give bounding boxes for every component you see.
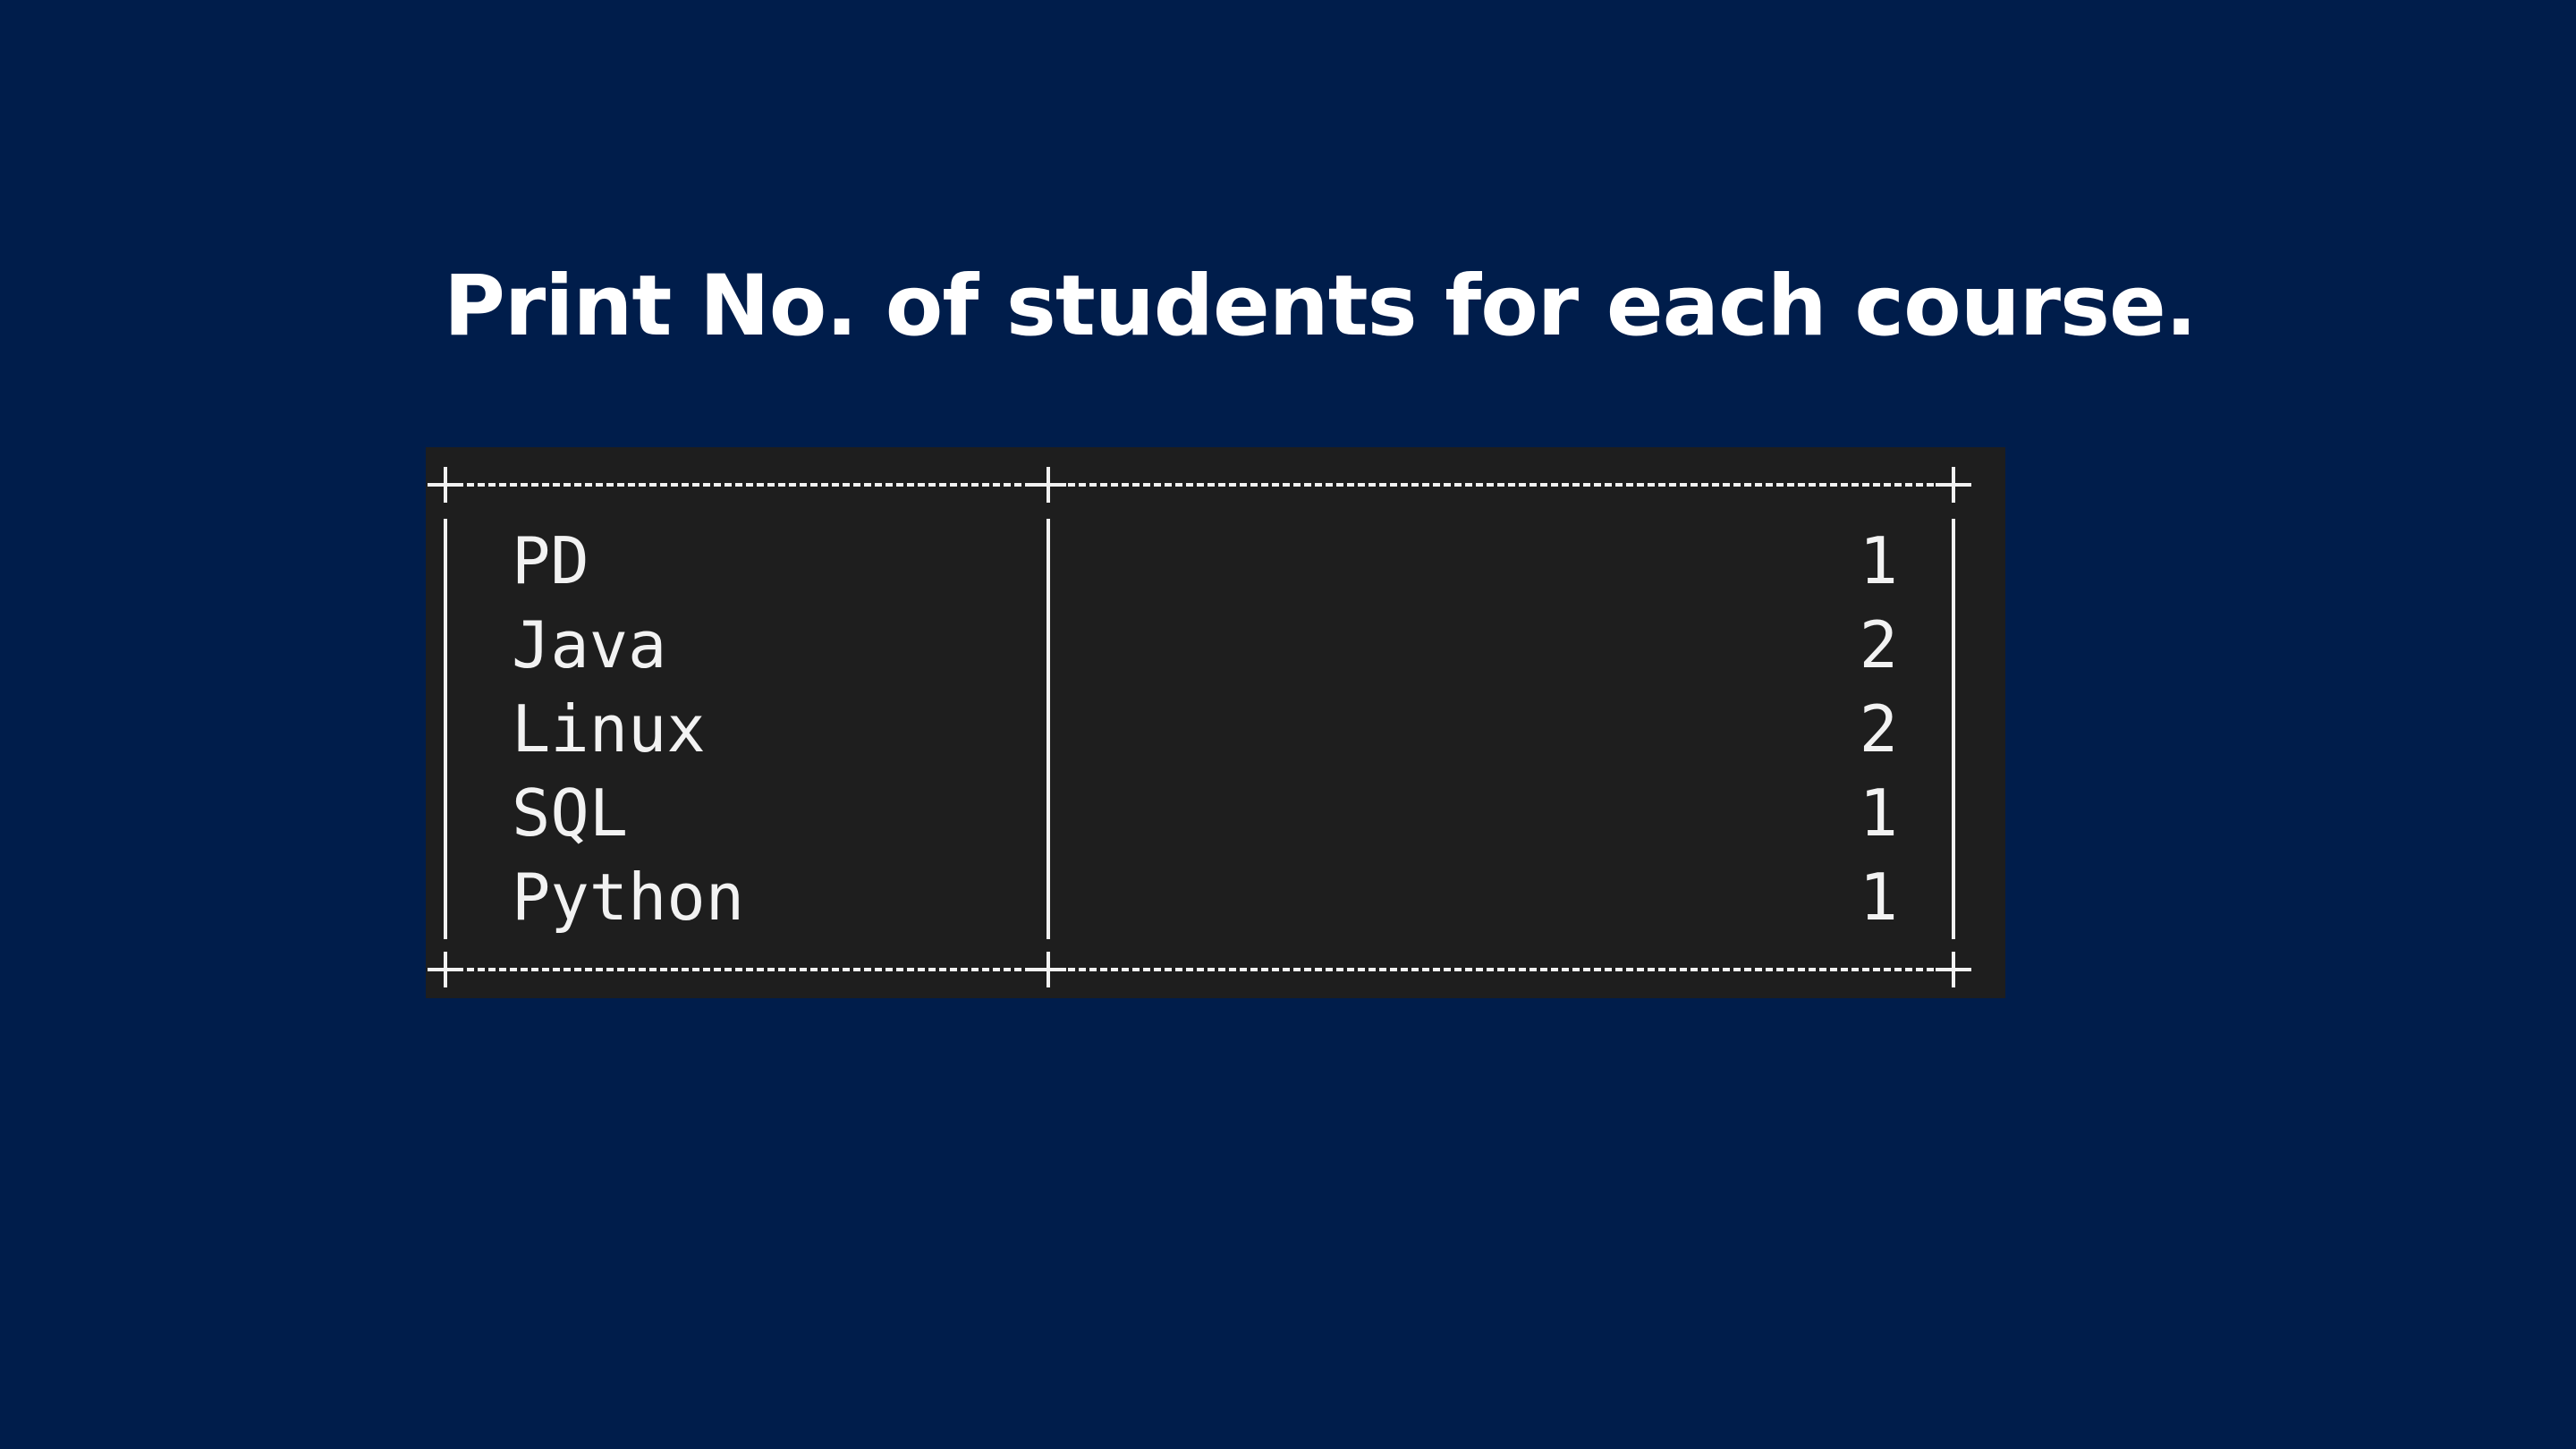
- table-column-separator: [1046, 519, 1050, 939]
- count-cell: 2: [1859, 607, 1898, 682]
- border-junction: [1030, 467, 1066, 503]
- table-row: SQL 1: [426, 771, 2005, 855]
- table-row: Python 1: [426, 855, 2005, 939]
- table-left-border: [444, 519, 447, 939]
- table-top-border: [426, 467, 2005, 503]
- terminal-output-panel: PD 1 Java 2 Linux 2 SQL 1 Python 1: [426, 447, 2005, 998]
- table-bottom-border: [426, 952, 2005, 987]
- border-corner: [1936, 952, 1971, 987]
- border-junction: [1030, 952, 1066, 987]
- course-cell: Java: [512, 607, 667, 682]
- count-cell: 1: [1859, 775, 1898, 851]
- border-corner: [1936, 467, 1971, 503]
- table-row: Linux 2: [426, 687, 2005, 771]
- border-corner: [428, 467, 463, 503]
- course-cell: Linux: [512, 691, 706, 767]
- border-corner: [428, 952, 463, 987]
- count-cell: 1: [1859, 860, 1898, 935]
- table-right-border: [1952, 519, 1955, 939]
- count-cell: 2: [1859, 691, 1898, 767]
- table-row: Java 2: [426, 603, 2005, 687]
- count-cell: 1: [1859, 523, 1898, 598]
- slide-title: Print No. of students for each course.: [444, 258, 2197, 355]
- table-row: PD 1: [426, 519, 2005, 603]
- course-cell: Python: [512, 860, 745, 935]
- course-cell: SQL: [512, 775, 629, 851]
- result-rows: PD 1 Java 2 Linux 2 SQL 1 Python 1: [426, 519, 2005, 939]
- course-cell: PD: [512, 523, 589, 598]
